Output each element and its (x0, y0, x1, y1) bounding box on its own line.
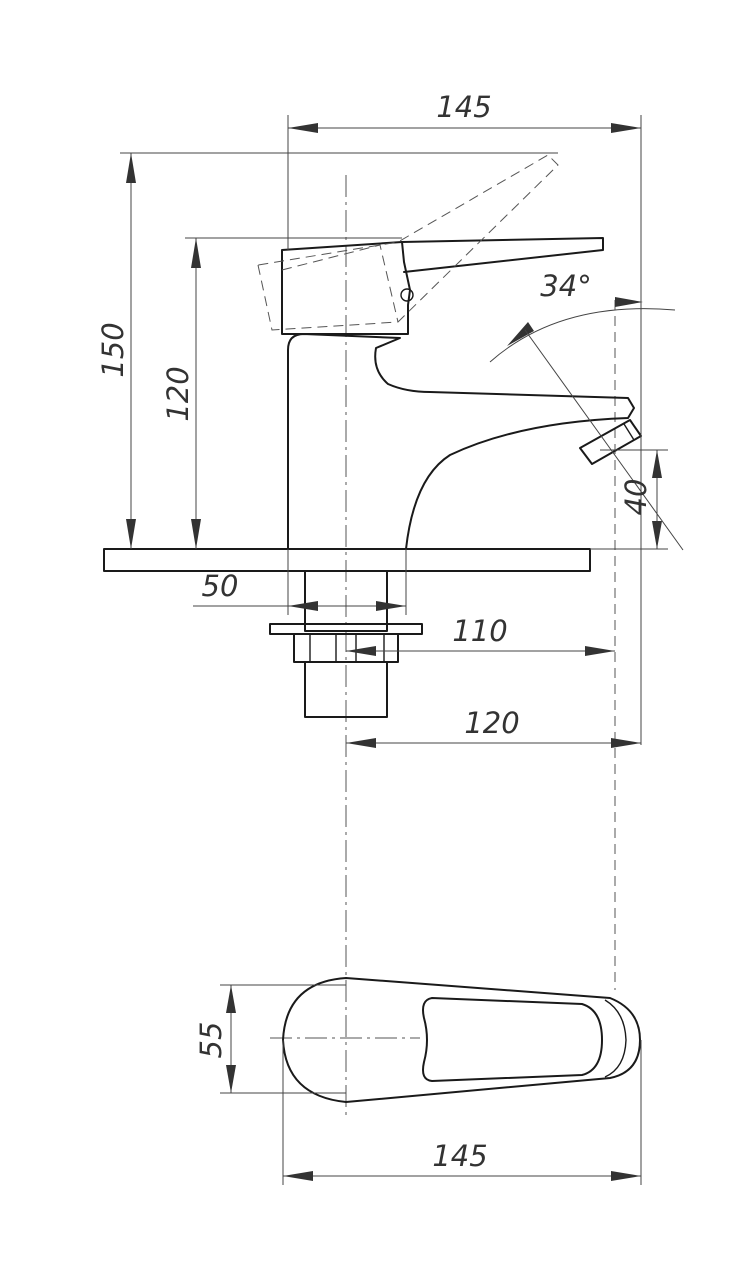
dimension-label-110: 110 (452, 614, 507, 648)
dimension-label-145-bottom: 145 (432, 1139, 487, 1173)
dimension-spout-reach: 110 (346, 614, 615, 656)
dimension-axis-to-end: 120 (346, 706, 641, 748)
connection-shank (304, 570, 388, 632)
dimension-label-50: 50 (202, 569, 239, 603)
dimension-body-width: 50 (193, 549, 407, 615)
dimension-label-40: 40 (619, 479, 653, 516)
dimension-handle-width: 55 (194, 984, 346, 1094)
handle-open-position (257, 154, 559, 331)
dimension-label-145-top: 145 (436, 90, 491, 124)
dimension-total-height: 150 (96, 152, 558, 549)
dimension-spout-height: 40 (590, 449, 668, 550)
dimension-overall-length-top: 145 (287, 90, 642, 745)
handle-lever (401, 237, 604, 273)
spout-nozzle (579, 419, 642, 465)
dimension-label-55: 55 (194, 1022, 228, 1059)
handle-pivot (400, 288, 414, 302)
mounting-plate (103, 548, 591, 572)
dimension-label-150: 150 (96, 322, 130, 377)
handle-grip-recess (422, 997, 603, 1082)
dimension-label-34-degrees: 34° (540, 269, 591, 303)
faucet-body (287, 333, 635, 550)
cap-open-position (281, 244, 399, 323)
dimension-lever-angle: 34° (489, 269, 684, 551)
faucet-top-view (282, 977, 641, 1103)
cartridge-cap (281, 241, 411, 335)
dimension-label-120-vertical: 120 (161, 366, 195, 421)
center-axes (270, 175, 616, 1115)
handle-end-curve (604, 999, 627, 1078)
dimension-label-120-horizontal: 120 (464, 706, 519, 740)
threaded-stud (304, 661, 388, 718)
faucet-side-view (103, 154, 642, 718)
handle-plan-outline (282, 977, 641, 1103)
dimension-handle-height: 120 (161, 237, 402, 549)
dimension-overall-length-bottom: 145 (282, 1040, 642, 1185)
spout-nozzle-ring (623, 423, 635, 441)
